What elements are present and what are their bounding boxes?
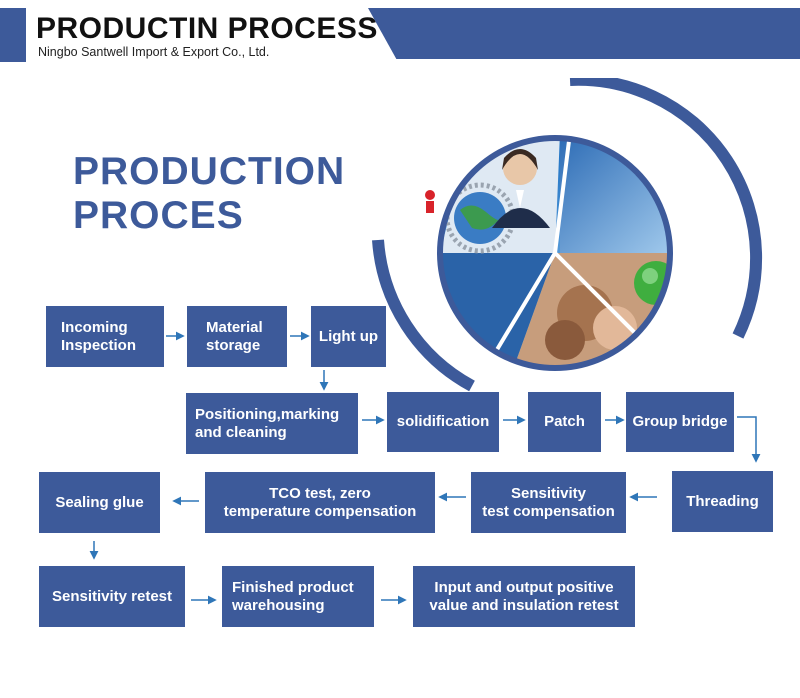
step-input-output-retest: Input and output positive value and insu… (413, 566, 635, 627)
decorative-collage (372, 78, 763, 392)
step-finished-product-warehousing: Finished product warehousing (222, 566, 374, 627)
header-left-bar (0, 8, 26, 62)
step-positioning-marking-cleaning: Positioning,marking and cleaning (186, 393, 358, 454)
outer-arc-right (569, 78, 763, 339)
step-threading: Threading (672, 471, 773, 532)
step-incoming-inspection: Incoming Inspection (46, 306, 164, 367)
step-tco-test: TCO test, zero temperature compensation (205, 472, 435, 533)
step-sealing-glue: Sealing glue (39, 472, 160, 533)
page-heading-line2: PROCES (73, 194, 244, 237)
header-band (360, 8, 800, 54)
step-sensitivity-retest: Sensitivity retest (39, 566, 185, 627)
step-patch: Patch (528, 392, 601, 452)
company-name: Ningbo Santwell Import & Export Co., Ltd… (38, 45, 270, 59)
header-band-stripe (360, 54, 800, 59)
step-light-up: Light up (311, 306, 386, 367)
step-solidification: solidification (387, 392, 499, 452)
header-title: PRODUCTIN PROCESS (36, 12, 378, 45)
header-title-panel (28, 8, 398, 62)
outer-arc-left (372, 239, 475, 392)
step-material-storage: Material storage (187, 306, 287, 367)
step-group-bridge: Group bridge (626, 392, 734, 452)
page-heading: PRODUCTION PROCES (73, 150, 345, 238)
step-sensitivity-test-compensation: Sensitivity test compensation (471, 472, 626, 533)
arrow-7-8 (737, 416, 761, 463)
page-heading-line1: PRODUCTION (73, 150, 346, 193)
person-graphic (503, 151, 537, 185)
